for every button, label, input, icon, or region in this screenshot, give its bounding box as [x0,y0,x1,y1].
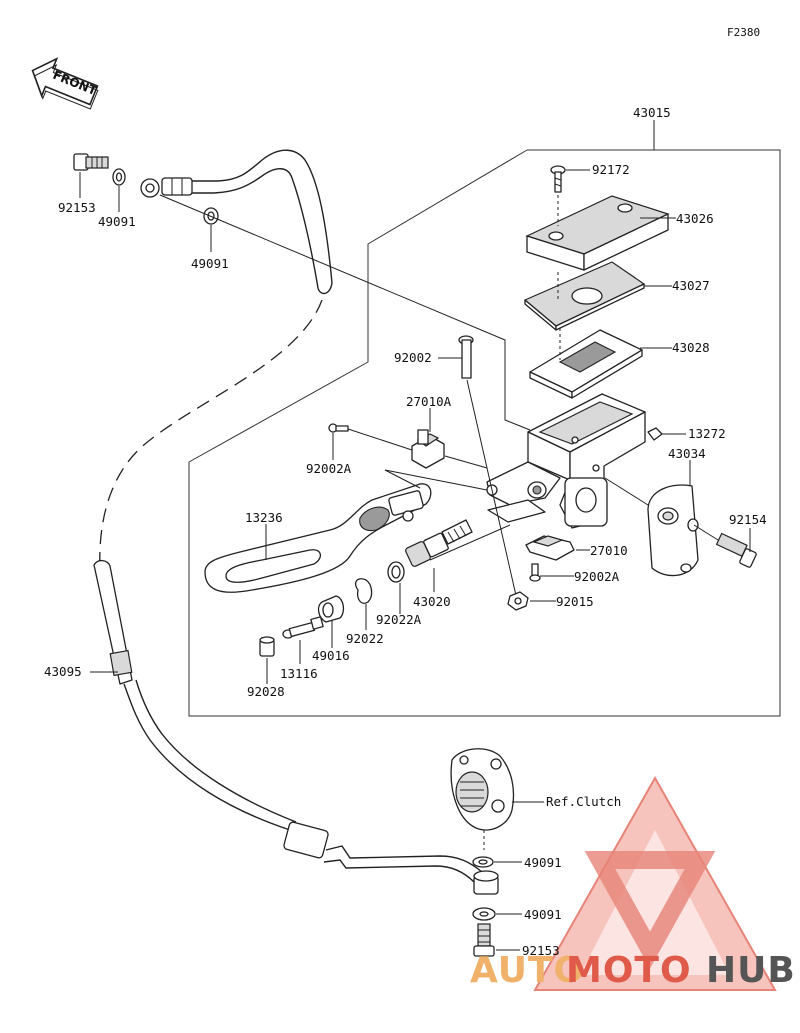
figure-code: F2380 [727,26,760,39]
label-92153-top: 92153 [58,200,96,215]
pushrod-13116 [282,616,324,639]
label-43028: 43028 [672,340,710,355]
reservoir-cap [525,195,670,271]
label-49016: 49016 [312,648,350,663]
label-27010: 27010 [590,543,628,558]
watermark-word-3: HUB [706,950,796,991]
label-43020: 43020 [413,594,451,609]
label-49091-d: 49091 [524,907,562,922]
watermark-word-1: AUTO [470,950,585,991]
lower-hose [93,559,483,883]
label-43026: 43026 [676,211,714,226]
label-92172: 92172 [592,162,630,177]
assembly-frame [188,120,781,717]
screw-92002A-top [328,423,349,433]
label-13116: 13116 [280,666,318,681]
label-49091-b: 49091 [191,256,229,271]
label-49091-c: 49091 [524,855,562,870]
clamp-43034 [647,484,699,577]
label-92153-bottom: 92153 [522,943,560,958]
label-43027: 43027 [672,278,710,293]
switch-27010 [525,535,575,561]
front-arrow-icon [31,57,99,110]
label-92002A-bottom: 92002A [574,569,620,584]
circlip-92022 [354,578,373,604]
label-49091-a: 49091 [98,214,136,229]
piston-43020 [405,519,473,567]
label-92015: 92015 [556,594,594,609]
pivot-bolt [458,335,474,379]
label-92002: 92002 [394,350,432,365]
label-13236: 13236 [245,510,283,525]
label-92002A-top: 92002A [306,461,352,476]
label-92154: 92154 [729,512,767,527]
watermark-wordmark: AUTO MOTO HUB [470,950,796,991]
switch-27010A [411,429,445,469]
label-43095: 43095 [44,664,82,679]
label-92022A: 92022A [376,612,422,627]
label-43034: 43034 [668,446,706,461]
label-13272: 13272 [688,426,726,441]
label-27010A: 27010A [406,394,452,409]
master-cylinder-body [486,393,646,529]
diaphragm-plate [523,261,646,331]
part-13272 [647,427,663,441]
label-43015: 43015 [633,105,671,120]
boot-49016 [317,595,345,623]
bolt-92154 [715,532,757,568]
upper-hose [99,149,333,571]
banjo-bolt-top [73,153,109,171]
banjo-bolt-bottom [473,923,495,957]
cap-92028 [259,636,275,657]
screw-92002A-bottom [529,563,541,582]
screw-92172 [550,165,566,193]
clutch-release [450,748,515,831]
watermark-logo [533,775,777,991]
lower-banjo [473,870,499,895]
label-92028: 92028 [247,684,285,699]
label-ref-clutch: Ref.Clutch [546,794,621,809]
diaphragm [529,329,643,399]
watermark-word-2: MOTO [566,950,692,991]
label-92022: 92022 [346,631,384,646]
clutch-lever [204,483,432,593]
